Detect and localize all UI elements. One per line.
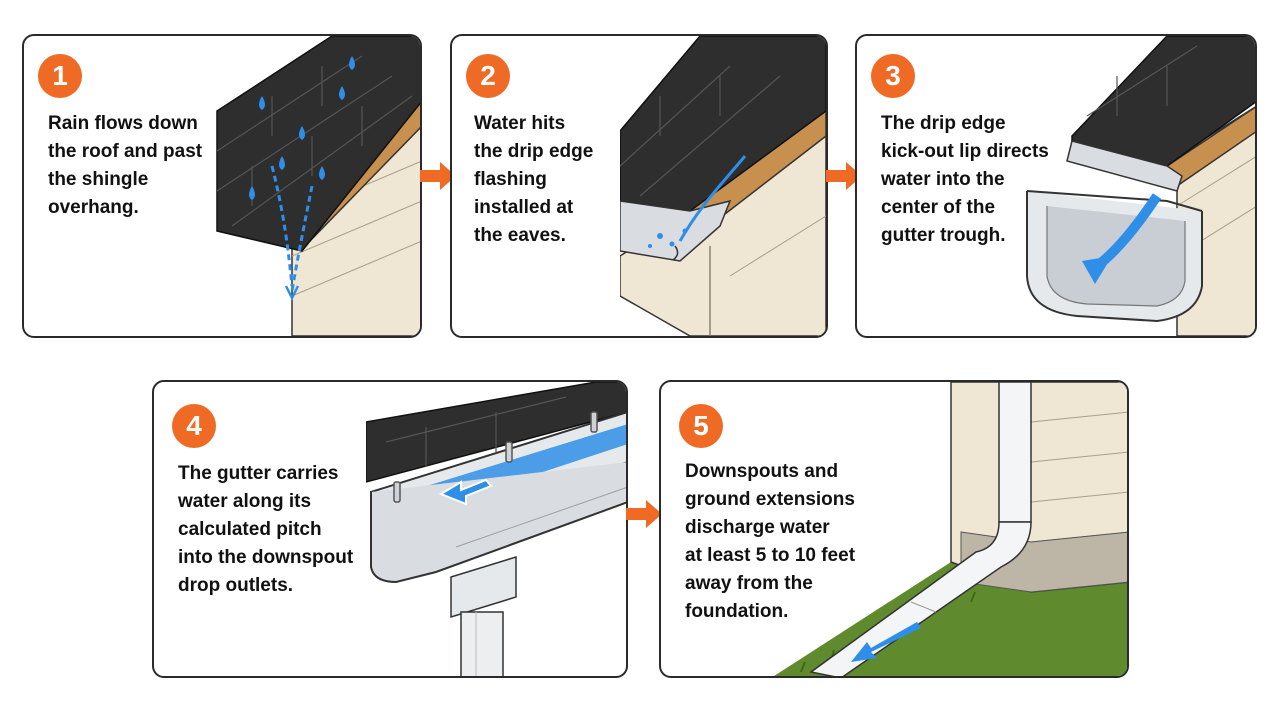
caption-line: Downspouts and — [685, 461, 839, 482]
caption-line: the roof and past — [48, 141, 203, 162]
rain-drop-icon — [249, 56, 355, 200]
caption-line: discharge water — [685, 517, 830, 538]
flow-arrow-icon — [851, 622, 921, 662]
caption-line: Rain flows down — [48, 113, 198, 134]
caption-line: the shingle — [48, 169, 149, 190]
step-panel-4: 4 The gutter carries water along its cal… — [152, 380, 628, 678]
step-panel-2: 2 Water hits the drip edge flashing inst… — [450, 34, 828, 338]
step-number-badge: 4 — [172, 404, 216, 448]
caption-line: the eaves. — [474, 225, 566, 246]
flow-arrow-icon — [438, 478, 493, 506]
drip-edge-illustration — [620, 36, 826, 336]
step-panel-5: 5 Downspouts and ground extensions disch… — [659, 380, 1129, 678]
step-number-badge: 5 — [679, 404, 723, 448]
step-caption: The gutter carries water along its calcu… — [178, 460, 353, 600]
caption-line: kick-out lip directs — [881, 141, 1049, 162]
step-panel-1: 1 Rain flows down the roof and past the … — [22, 34, 422, 338]
gutter-trough-illustration — [1026, 36, 1255, 336]
caption-line: installed at — [474, 197, 574, 218]
step-arrow-icon — [826, 162, 862, 190]
step-panel-3: 3 The drip edge kick-out lip directs wat… — [855, 34, 1257, 338]
caption-line: The gutter carries — [178, 463, 339, 484]
caption-line: calculated pitch — [178, 519, 322, 540]
caption-line: away from the — [685, 573, 813, 594]
rain-drop-icon — [648, 228, 688, 248]
caption-line: at least 5 to 10 feet — [685, 545, 856, 566]
caption-line: water into the — [881, 169, 1005, 190]
caption-line: flashing — [474, 169, 547, 190]
gutter-pitch-illustration — [366, 382, 626, 676]
step-caption: The drip edge kick-out lip directs water… — [881, 110, 1049, 250]
downspout-extension-illustration — [774, 382, 1127, 676]
caption-line: The drip edge — [881, 113, 1006, 134]
caption-line: Water hits — [474, 113, 566, 134]
step-arrow-icon — [420, 162, 456, 190]
caption-line: ground extensions — [685, 489, 855, 510]
caption-line: gutter trough. — [881, 225, 1006, 246]
step-caption: Water hits the drip edge flashing instal… — [474, 110, 593, 250]
roof-rain-illustration — [216, 36, 420, 336]
caption-line: into the downspout — [178, 547, 354, 568]
step-arrow-icon — [626, 500, 662, 528]
step-caption: Rain flows down the roof and past the sh… — [48, 110, 202, 222]
caption-line: overhang. — [48, 197, 139, 218]
caption-line: foundation. — [685, 601, 789, 622]
caption-line: center of the — [881, 197, 996, 218]
step-caption: Downspouts and ground extensions dischar… — [685, 458, 855, 626]
caption-line: the drip edge — [474, 141, 594, 162]
step-number-badge: 1 — [38, 54, 82, 98]
caption-line: drop outlets. — [178, 575, 294, 596]
step-number-badge: 3 — [871, 54, 915, 98]
caption-line: water along its — [178, 491, 312, 512]
step-number-badge: 2 — [466, 54, 510, 98]
